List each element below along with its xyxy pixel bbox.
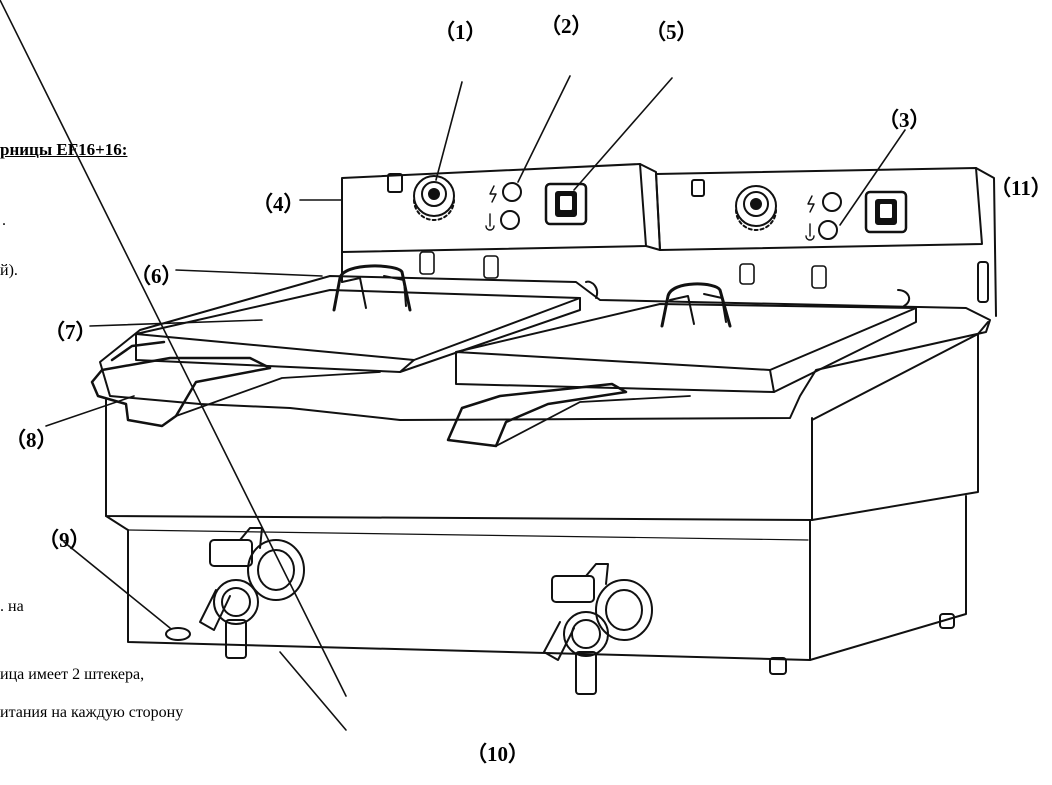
drain-valve-right [544, 564, 652, 694]
basket-handle-left [92, 342, 380, 426]
text-fragment-4: итания на каждую сторону [0, 704, 184, 721]
text-fragment-stray: . [2, 212, 6, 229]
callout-11: （11） [990, 176, 1052, 200]
top-surface [100, 276, 990, 420]
text-fragment-1: й). [0, 262, 18, 279]
section-heading: рницы EF16+16: [0, 140, 128, 159]
callout-6: （6） [130, 264, 183, 288]
control-panel-right [656, 168, 996, 316]
callout-9: （9） [38, 528, 91, 552]
callout-10: （10） [466, 742, 529, 766]
text-fragment-2: . на [0, 598, 24, 615]
callout-8: （8） [5, 428, 58, 452]
drain-valve-left [200, 528, 304, 658]
callout-5: （5） [645, 20, 698, 44]
fryer-body [106, 322, 988, 674]
text-fragment-3: ица имеет 2 штекера, [0, 666, 145, 683]
callout-3: （3） [878, 108, 931, 132]
control-panel-left [342, 164, 660, 282]
callout-7: （7） [44, 320, 97, 344]
callout-2: （2） [540, 14, 593, 38]
callout-4: （4） [252, 192, 305, 216]
callout-1: （1） [434, 20, 487, 44]
basket-handle-right [448, 384, 690, 446]
lid-right [456, 284, 916, 392]
element-posts [420, 252, 826, 288]
